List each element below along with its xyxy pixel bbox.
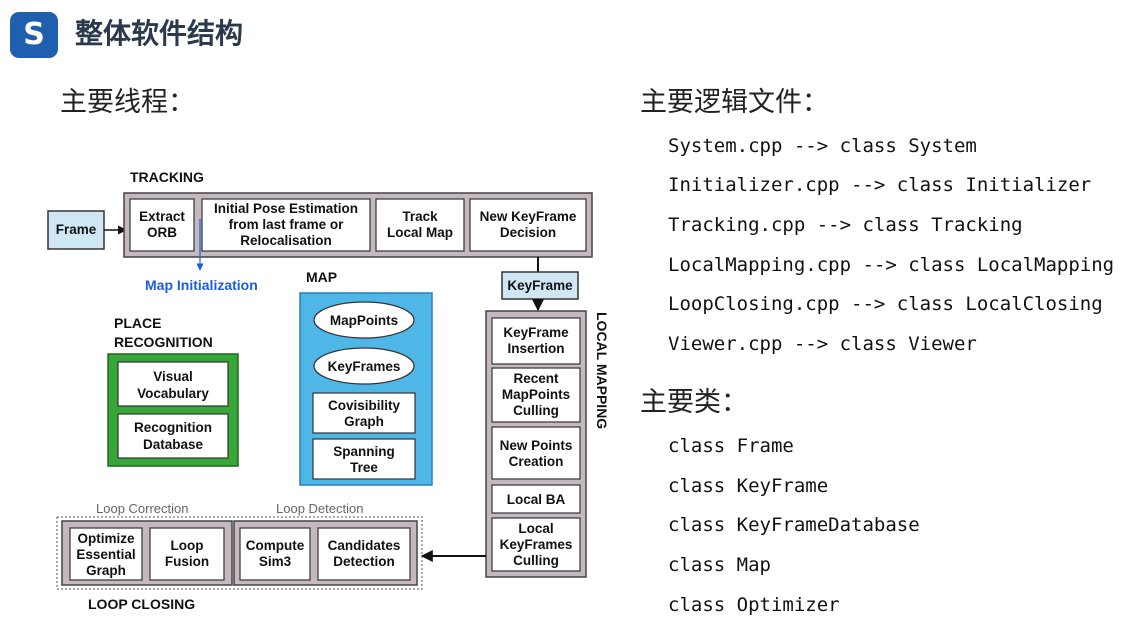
class-line: class Frame	[668, 435, 794, 457]
place-recognition-title: RECOGNITION	[114, 334, 213, 350]
recog-label: Recognition	[134, 420, 212, 435]
keyframe-insertion-box	[491, 317, 581, 365]
covis-label: Covisibility	[328, 398, 401, 413]
mappoints-label: MapPoints	[330, 313, 398, 328]
class-line: class Optimizer	[668, 594, 840, 616]
loop-detection-label: Loop Detection	[276, 501, 363, 516]
candidates-label: Detection	[333, 554, 395, 569]
pose-estimation-box	[201, 198, 371, 252]
keyframes-label: KeyFrames	[328, 359, 401, 374]
candidates-detection-box	[317, 527, 411, 581]
loop-fusion-box	[149, 527, 225, 581]
creation-label: New Points	[500, 438, 573, 453]
recent-mappoints-culling-box	[491, 367, 581, 423]
optimize-essential-graph-box	[69, 527, 143, 581]
loop-closing-title: LOOP CLOSING	[88, 596, 195, 612]
place-recognition-title: PLACE	[114, 315, 161, 331]
candidates-label: Candidates	[328, 538, 401, 553]
optimize-label: Graph	[86, 563, 126, 578]
pose-label: Relocalisation	[240, 233, 332, 248]
class-line: class Map	[668, 554, 771, 576]
spanning-label: Tree	[350, 460, 378, 475]
threads-heading: 主要线程：	[60, 87, 195, 118]
recognition-database-box	[117, 413, 229, 459]
vocab-label: Vocabulary	[137, 386, 209, 401]
spanning-tree-box	[312, 438, 416, 480]
newkf-label: Decision	[500, 225, 556, 240]
pose-label: Initial Pose Estimation	[214, 201, 358, 216]
extract-orb-label: ORB	[147, 225, 177, 240]
kf-culling-label: Local	[518, 521, 553, 536]
compute-sim3-box	[239, 527, 311, 581]
file-line: LoopClosing.cpp --> class LocalClosing	[668, 293, 1103, 315]
files-heading: 主要逻辑文件：	[640, 87, 829, 118]
loop-correction-label: Loop Correction	[96, 501, 189, 516]
keyframe-box	[501, 271, 579, 300]
map-initialization-label: Map Initialization	[145, 277, 258, 293]
extract-orb-box	[129, 198, 195, 252]
frame-box	[47, 210, 105, 250]
file-line: Initializer.cpp --> class Initializer	[668, 174, 1092, 196]
loop-closing-outer	[56, 516, 423, 590]
sim3-label: Sim3	[259, 554, 292, 569]
sim3-label: Compute	[246, 538, 305, 553]
fusion-label: Loop	[171, 538, 204, 553]
local-ba-label: Local BA	[507, 492, 566, 507]
app-logo: S	[10, 12, 58, 58]
local-ba-box	[491, 484, 581, 514]
file-line: Tracking.cpp --> class Tracking	[668, 214, 1023, 236]
kf-culling-label: Culling	[513, 553, 559, 568]
local-keyframes-culling-box	[491, 517, 581, 572]
track-label: Track	[402, 209, 438, 224]
pose-label: from last frame or	[229, 217, 345, 232]
insertion-label: KeyFrame	[503, 325, 569, 340]
s-logo-icon: S	[23, 17, 45, 52]
class-line: class KeyFrame	[668, 475, 829, 497]
kf-culling-label: KeyFrames	[500, 537, 573, 552]
keyframe-box-label: KeyFrame	[507, 278, 573, 293]
creation-label: Creation	[509, 454, 564, 469]
page-title: 整体软件结构	[75, 17, 244, 50]
optimize-label: Optimize	[77, 531, 134, 546]
optimize-label: Essential	[76, 547, 135, 562]
map-title: MAP	[306, 269, 337, 285]
frame-label: Frame	[56, 222, 97, 237]
keyframes-node	[313, 347, 415, 385]
local-mapping-title: LOCAL MAPPING	[594, 312, 610, 429]
covisibility-graph-box	[312, 392, 416, 434]
spanning-label: Spanning	[333, 444, 395, 459]
culling-label: Culling	[513, 403, 559, 418]
orb-slam-architecture-diagram: TRACKING Frame Extract ORB Initial Pose …	[47, 169, 610, 612]
insertion-label: Insertion	[507, 341, 564, 356]
new-points-creation-box	[491, 426, 581, 480]
newkf-label: New KeyFrame	[480, 209, 577, 224]
vocab-label: Visual	[153, 369, 193, 384]
mappoints-node	[313, 301, 415, 339]
extract-orb-label: Extract	[139, 209, 185, 224]
recog-label: Database	[143, 437, 204, 452]
culling-label: MapPoints	[502, 387, 570, 402]
covis-label: Graph	[344, 414, 384, 429]
class-line: class KeyFrameDatabase	[668, 514, 920, 536]
new-keyframe-decision-box	[469, 198, 587, 252]
track-label: Local Map	[387, 225, 453, 240]
tracking-title: TRACKING	[130, 169, 204, 185]
file-line: LocalMapping.cpp --> class LocalMapping	[668, 254, 1115, 276]
file-line: Viewer.cpp --> class Viewer	[668, 333, 977, 355]
culling-label: Recent	[513, 371, 559, 386]
track-local-map-box	[375, 198, 465, 252]
fusion-label: Fusion	[165, 554, 209, 569]
visual-vocabulary-box	[117, 361, 229, 407]
classes-heading: 主要类：	[640, 387, 748, 418]
file-line: System.cpp --> class System	[668, 135, 977, 157]
